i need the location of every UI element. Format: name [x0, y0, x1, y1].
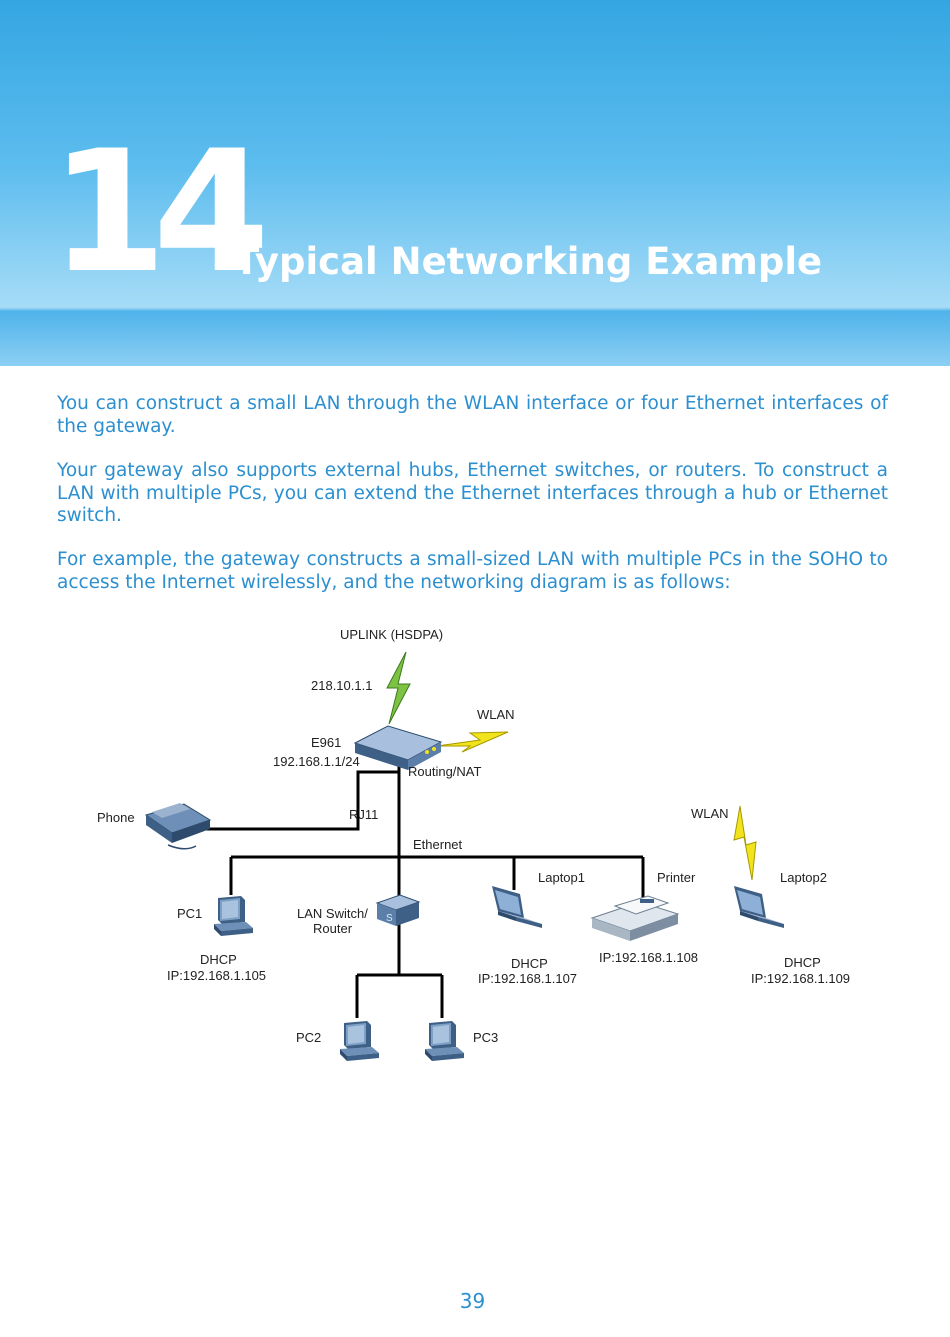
laptop2-mode-label: DHCP [784, 955, 821, 970]
chapter-banner [0, 0, 950, 366]
laptop1-icon [492, 886, 542, 928]
pc1-ip-label: IP:192.168.1.105 [167, 968, 266, 983]
laptop1-ip-label: IP:192.168.1.107 [478, 971, 577, 986]
gateway-name-label: E961 [311, 735, 341, 750]
pc1-icon [214, 896, 253, 936]
wlan-gateway-label: WLAN [477, 707, 515, 722]
page-number: 39 [459, 1289, 486, 1313]
ethernet-label: Ethernet [413, 837, 463, 852]
uplink-lightning-icon [386, 651, 411, 725]
laptop2-label: Laptop2 [780, 870, 827, 885]
chapter-title: Typical Networking Example [234, 240, 823, 283]
uplink-ip-label: 218.10.1.1 [311, 678, 372, 693]
printer-label: Printer [657, 870, 696, 885]
pc2-icon [340, 1021, 379, 1061]
phone-label: Phone [97, 810, 135, 825]
phone-icon [144, 803, 212, 850]
pc2-label: PC2 [296, 1030, 321, 1045]
connection-lines [205, 762, 645, 1018]
network-diagram: S UPLINK (HSDPA) 218.10.1.1 WLAN E961 19… [97, 627, 850, 1061]
laptop1-mode-label: DHCP [511, 956, 548, 971]
pc3-label: PC3 [473, 1030, 498, 1045]
wlan-lightning-icon [436, 731, 509, 753]
laptop2-ip-label: IP:192.168.1.109 [751, 971, 850, 986]
pc3-icon [425, 1021, 464, 1061]
hub-paragraph: Your gateway also supports external hubs… [57, 460, 888, 526]
pc1-mode-label: DHCP [200, 952, 237, 967]
chapter-number: 14 [50, 114, 270, 310]
rj11-label: RJ11 [349, 807, 378, 822]
router-icon [353, 725, 443, 770]
printer-icon [590, 895, 680, 941]
svg-text:S: S [386, 913, 393, 924]
uplink-label: UPLINK (HSDPA) [340, 627, 443, 642]
routing-label: Routing/NAT [408, 764, 482, 779]
laptop1-label: Laptop1 [538, 870, 585, 885]
wlan-laptop2-label: WLAN [691, 806, 729, 821]
pc1-label: PC1 [177, 906, 202, 921]
intro-paragraph: You can construct a small LAN through th… [57, 393, 888, 437]
laptop2-icon [734, 886, 784, 928]
switch-icon: S [375, 894, 421, 926]
gateway-ip-label: 192.168.1.1/24 [273, 754, 360, 769]
switch-label-line2: Router [313, 921, 353, 936]
example-paragraph: For example, the gateway constructs a sm… [57, 549, 888, 593]
printer-ip-label: IP:192.168.1.108 [599, 950, 698, 965]
switch-label-line1: LAN Switch/ [297, 906, 368, 921]
laptop2-lightning-icon [733, 805, 757, 881]
